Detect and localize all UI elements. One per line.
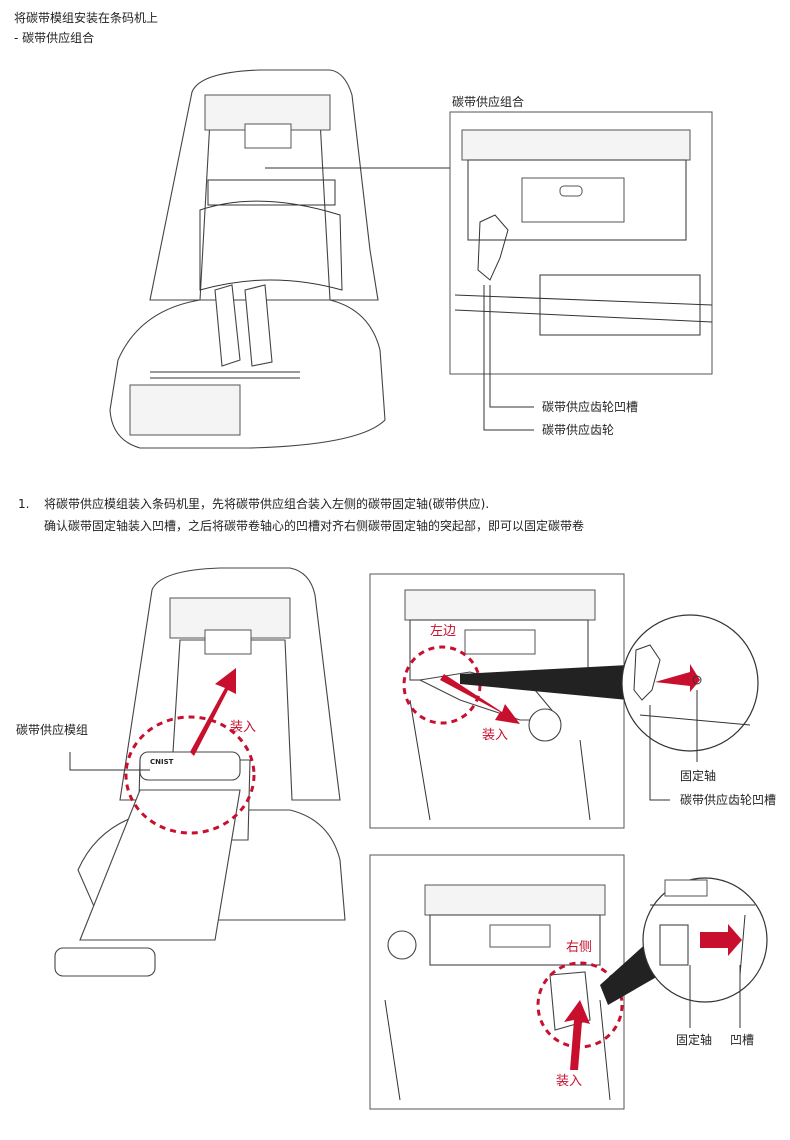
page-title: 将碳带模组安装在条码机上 (14, 11, 159, 25)
right-shaft-inset (369, 854, 625, 1110)
callout-notch-label: 碳带供应齿轮凹槽 (542, 400, 639, 414)
left-label: 左边 (430, 624, 457, 639)
right-label: 右侧 (566, 940, 593, 955)
left-insert-arrow (440, 674, 520, 724)
left-shaft-inset (369, 573, 625, 829)
ribbon-supply-inset (449, 111, 713, 375)
right-highlight-circle (536, 961, 624, 1049)
zoom-wedge (460, 665, 628, 700)
inset-title: 碳带供应组合 (452, 95, 525, 109)
insert-label-2: 装入 (482, 728, 509, 743)
shaft-label: 固定轴 (680, 769, 717, 783)
printer-ribbon-illustration (54, 567, 346, 977)
groove-label: 凹槽 (730, 1033, 755, 1047)
right-insert-arrow (564, 1000, 590, 1070)
insert-arrow (190, 668, 236, 756)
highlight-circle (124, 715, 256, 835)
printer-open-illustration (109, 69, 386, 449)
ribbon-brand: CNIST (150, 758, 174, 766)
callout-gear-label: 碳带供应齿轮 (542, 423, 615, 437)
shaft-arrow (655, 664, 700, 692)
shaft-label-2: 固定轴 (676, 1033, 713, 1047)
insert-label: 装入 (230, 720, 257, 735)
module-label: 碳带供应模组 (16, 723, 89, 737)
section-subtitle: - 碳带供应组合 (14, 31, 95, 45)
step-line-1: 将碳带供应模组装入条码机里，先将碳带供应组合装入左侧的碳带固定轴(碳带供应). (44, 497, 490, 511)
insert-label-3: 装入 (556, 1074, 583, 1089)
callout-line-gear (483, 285, 534, 431)
module-callout-line (69, 752, 150, 771)
notch-callout (649, 705, 670, 801)
step-line-2: 确认碳带固定轴装入凹槽，之后将碳带卷轴心的凹槽对齐右侧碳带固定轴的突起部，即可以… (44, 519, 585, 533)
step-number: 1. (18, 497, 30, 511)
callout-line-notch (489, 285, 534, 408)
notch-label: 碳带供应齿轮凹槽 (680, 793, 777, 807)
groove-arrow (700, 924, 742, 956)
